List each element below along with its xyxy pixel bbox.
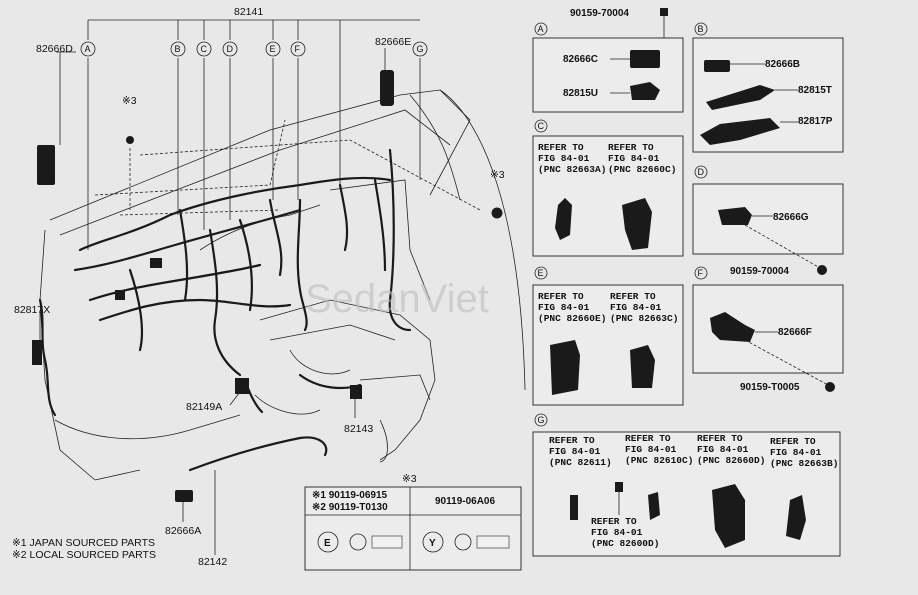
svg-text:FIG 84-01: FIG 84-01 — [591, 527, 643, 538]
svg-text:D: D — [227, 44, 234, 54]
svg-text:(PNC 82660C): (PNC 82660C) — [608, 164, 676, 175]
svg-text:B: B — [698, 24, 704, 34]
inset-C: C REFER TO FIG 84-01 (PNC 82663A) REFER … — [532, 119, 684, 257]
inset-E: E REFER TO FIG 84-01 (PNC 82660E) REFER … — [532, 266, 684, 406]
svg-text:REFER TO: REFER TO — [608, 142, 654, 153]
connectors — [32, 70, 503, 502]
main-part-labels: 82141 82666D 82666E ※3 ※3 82817X 82149A … — [14, 6, 505, 568]
svg-text:FIG 84-01: FIG 84-01 — [538, 302, 590, 313]
svg-text:REFER TO: REFER TO — [538, 291, 584, 302]
label-82666D: 82666D — [36, 43, 73, 55]
inset-B-part1: 82666B — [765, 59, 800, 70]
inset-F-part1: 82666F — [778, 327, 812, 338]
inset-A-bolt: 90159-70004 — [570, 8, 629, 19]
label-82817X: 82817X — [14, 304, 50, 316]
svg-text:D: D — [698, 167, 705, 177]
svg-text:F: F — [698, 268, 704, 278]
svg-text:REFER TO: REFER TO — [549, 435, 595, 446]
svg-text:(PNC 82663C): (PNC 82663C) — [610, 313, 678, 324]
svg-text:FIG 84-01: FIG 84-01 — [770, 447, 822, 458]
svg-text:REFER TO: REFER TO — [770, 436, 816, 447]
svg-text:FIG 84-01: FIG 84-01 — [538, 153, 590, 164]
svg-text:(PNC 82600D): (PNC 82600D) — [591, 538, 659, 549]
label-star3-right: ※3 — [490, 169, 505, 181]
svg-text:E: E — [538, 268, 544, 278]
svg-text:FIG 84-01: FIG 84-01 — [697, 444, 749, 455]
leader-lines — [39, 19, 481, 555]
table-row-2: ※2 90119-T0130 — [312, 502, 388, 513]
svg-text:FIG 84-01: FIG 84-01 — [610, 302, 662, 313]
fastener-table: ※3 ※1 90119-06915 ※2 90119-T0130 90119-0… — [304, 473, 522, 571]
label-star3-top: ※3 — [122, 95, 137, 107]
svg-text:REFER TO: REFER TO — [610, 291, 656, 302]
svg-text:REFER TO: REFER TO — [538, 142, 584, 153]
svg-text:C: C — [201, 44, 208, 54]
table-row-1: ※1 90119-06915 — [312, 490, 388, 501]
label-82666E: 82666E — [375, 36, 411, 48]
svg-text:A: A — [538, 24, 544, 34]
svg-text:FIG 84-01: FIG 84-01 — [625, 444, 677, 455]
label-82149A: 82149A — [186, 401, 222, 413]
inset-B-part3: 82817P — [798, 116, 833, 127]
svg-text:(PNC 82660D): (PNC 82660D) — [697, 455, 765, 466]
svg-text:REFER TO: REFER TO — [625, 433, 671, 444]
svg-text:(PNC 82663B): (PNC 82663B) — [770, 458, 838, 469]
label-82666A: 82666A — [165, 525, 201, 537]
label-82143: 82143 — [344, 423, 373, 435]
label-82141: 82141 — [234, 6, 263, 18]
inset-D-bolt: 90159-70004 — [730, 266, 789, 277]
svg-text:(PNC 82610C): (PNC 82610C) — [625, 455, 693, 466]
inset-D-part1: 82666G — [773, 212, 809, 223]
svg-text:G: G — [417, 44, 424, 54]
svg-text:REFER TO: REFER TO — [697, 433, 743, 444]
svg-text:F: F — [295, 44, 301, 54]
svg-text:REFER TO: REFER TO — [591, 516, 637, 527]
inset-F: F 82666F 90159-T0005 — [692, 266, 844, 393]
svg-text:(PNC 82663A): (PNC 82663A) — [538, 164, 606, 175]
inset-D: D 82666G 90159-70004 — [692, 165, 844, 277]
svg-text:FIG 84-01: FIG 84-01 — [608, 153, 660, 164]
inset-A-part2: 82815U — [563, 88, 598, 99]
svg-text:B: B — [175, 44, 181, 54]
note-japan-sourced: ※1 JAPAN SOURCED PARTS — [12, 537, 155, 549]
svg-text:G: G — [538, 415, 545, 425]
svg-text:(PNC 82611): (PNC 82611) — [549, 457, 612, 468]
svg-text:A: A — [85, 44, 91, 54]
inset-B: B 82666B 82815T 82817P — [692, 22, 844, 153]
mark-e: E — [324, 538, 331, 549]
label-star3-table: ※3 — [402, 473, 417, 485]
inset-G: G REFER TO FIG 84-01 (PNC 82611) REFER T… — [532, 413, 841, 557]
inset-F-bolt: 90159-T0005 — [740, 382, 800, 393]
inset-A-part1: 82666C — [563, 54, 598, 65]
table-right-header: 90119-06A06 — [435, 496, 495, 507]
svg-text:(PNC 82660E): (PNC 82660E) — [538, 313, 606, 324]
main-callouts: A B C D E F G — [80, 41, 428, 57]
inset-B-part2: 82815T — [798, 85, 832, 96]
note-local-sourced: ※2 LOCAL SOURCED PARTS — [12, 549, 156, 561]
watermark: SedanViet — [305, 277, 489, 321]
label-82142: 82142 — [198, 556, 227, 568]
inset-A: 90159-70004 A 82666C 82815U — [532, 8, 684, 113]
mark-y: Y — [429, 538, 436, 549]
svg-text:E: E — [270, 44, 276, 54]
svg-text:C: C — [538, 121, 545, 131]
svg-text:FIG 84-01: FIG 84-01 — [549, 446, 601, 457]
